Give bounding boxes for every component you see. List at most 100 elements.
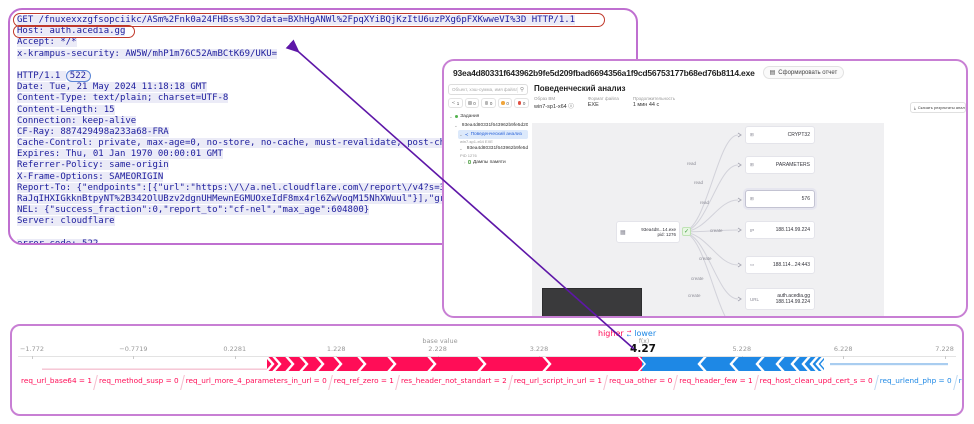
axis-tick [234, 356, 236, 359]
graph-node-parameters[interactable]: ⊞ PARAMETERS [745, 156, 815, 174]
shap-force-plot-panel: higher →← lower base value f(x) 4.27 −1.… [10, 324, 964, 416]
axis-tick-label: 7.228 [935, 345, 954, 353]
axis-tick [32, 356, 33, 359]
task-tree: ⌄ Задания ⌄ 93ea4d80331f643962b9fe5d209f… [448, 112, 528, 166]
graph-node-576[interactable]: ⊞ 576 [745, 190, 815, 208]
tree-item-behavior-analysis[interactable]: ⌄≺ Поведенческий анализ [458, 130, 528, 139]
behavior-analysis-title: Поведенческий анализ [534, 84, 626, 93]
node-label: CRYPT32 [787, 132, 810, 138]
feature-label-req_method_susp: req_method_susp = 0 [98, 376, 179, 385]
edge-label-create: create [691, 276, 704, 281]
node-label: 576 [801, 196, 810, 202]
filter-chip-red[interactable]: 0 [514, 98, 529, 108]
response-line: X-Frame-Options: SAMEORIGIN [17, 171, 164, 182]
process-icon: ▦ [620, 229, 626, 236]
graph-node-188-114-24-443[interactable]: ▭ 188.114...24:443 [745, 256, 815, 274]
generate-report-button[interactable]: ▤ Сформировать отчет [762, 66, 845, 79]
filter-chip-gray1[interactable]: 0 [464, 98, 480, 108]
node-label: 188.114...24:443 [772, 262, 810, 268]
axis-tick-label: 2.228 [428, 345, 447, 353]
node-label: PARAMETERS [775, 162, 810, 168]
edge-label-read: read [694, 180, 704, 185]
response-line: Referrer-Policy: same-origin [17, 160, 169, 171]
response-line: Date: Tue, 21 May 2024 11:18:18 GMT [17, 82, 207, 93]
response-line: Content-Type: text/plain; charset=UTF-8 [17, 93, 229, 104]
network-icon: ▭ [750, 262, 755, 267]
base-value-label: base value [422, 337, 458, 345]
report-icon: ▤ [769, 70, 776, 76]
sandbox-analysis-window: 93ea4d80331f643962b9fe5d209fbad6694356a1… [442, 59, 968, 318]
sandbox-sidebar: Объект, хэш-сумма, имя файла ⚲ ≺1 0 0 0 … [444, 82, 532, 168]
sidebar-search-input[interactable]: Объект, хэш-сумма, имя файла ⚲ [448, 84, 528, 95]
registry-icon: ⊞ [750, 162, 754, 167]
shap-feature-labels: req_url_base64 = 1 req_method_susp = 0 req… [18, 374, 962, 390]
meta-duration: Продолжительность 1 мин 44 с [632, 96, 676, 108]
higher-lower-arrows-icon: →← [626, 328, 632, 339]
feature-label-req_contentlen_no_zero: req_contentlen_no_zero = 0 [958, 376, 962, 385]
shap-axis [18, 356, 956, 357]
filter-chip-orange[interactable]: 0 [497, 98, 513, 108]
graph-node-crypt32[interactable]: ⊞ CRYPT32 [745, 126, 815, 144]
response-line: CF-Ray: 887429498a233a68-FRA [17, 126, 169, 137]
request-accept-line: Accept: */* [17, 37, 77, 48]
graph-node-188-114-99-224[interactable]: IP 188.114.99.224 [745, 221, 815, 239]
share-icon: ≺ [451, 100, 456, 105]
response-line: RaJqIHXIGkknBtpyNT%2B342OlUBzv2dgnUHMewn… [17, 194, 565, 204]
filter-chip-share[interactable]: ≺1 [448, 98, 463, 108]
registry-icon: ⊞ [750, 132, 754, 137]
edge-label-read: read [687, 161, 697, 166]
tree-item-memory-dumps[interactable]: › Дампы памяти [464, 159, 506, 165]
axis-tick [843, 356, 845, 359]
request-get-line: GET /fnuxexxzgfsopciikc/ASm%2Fnk0a24FHBs… [17, 15, 576, 25]
feature-label-req_header_few: req_header_few = 1 [679, 376, 753, 385]
response-line: NEL: {"success_fraction":0,"report_to":"… [17, 205, 370, 216]
fx-label: f(x) [638, 338, 650, 345]
filter-chip-gray2[interactable]: 0 [481, 98, 496, 108]
axis-tick [133, 356, 135, 359]
registry-icon: ⊞ [750, 196, 754, 201]
download-results-button[interactable]: ⤓ Скачать результаты анализа ⌄ [910, 102, 966, 113]
node-label: 188.114.99.224 [775, 227, 810, 233]
tree-item-tasks[interactable]: ⌄ Задания [449, 113, 480, 120]
search-icon: ⚲ [516, 86, 524, 93]
response-line: Content-Length: 15 [17, 104, 115, 115]
URL-icon: URL [750, 296, 760, 302]
process-node[interactable]: ▦ 93ea4d8...14.exe pid: 1276 [616, 221, 680, 243]
response-line: Expires: Thu, 01 Jan 1970 00:00:01 GMT [17, 149, 223, 160]
tree-item-sample-hash[interactable]: ⌄ 93ea4d80331f643962b9fe5d209fba… [454, 122, 528, 129]
feature-label-req_ref_zero: req_ref_zero = 1 [333, 376, 394, 385]
feature-label-req_url_script_in_url: req_url_script_in_url = 1 [513, 376, 603, 385]
analysis-meta-row: Образ ВМ win7-sp1-x64 ⓘ Формат файла EXE… [532, 93, 966, 110]
edge-label-create: create [688, 293, 701, 298]
feature-label-req_url_base64: req_url_base64 = 1 [21, 376, 92, 385]
download-icon: ⤓ [914, 105, 916, 110]
response-line: Server: cloudflare [17, 216, 115, 227]
axis-tick-label: 5.228 [732, 345, 752, 353]
edge-label-read: read [700, 200, 710, 205]
IP-icon: IP [750, 227, 755, 233]
axis-tick-label: 0.2281 [223, 345, 247, 353]
feature-label-req_urlend_php: req_urlend_php = 0 [879, 376, 952, 385]
response-status-line: HTTP/1.1 522 [17, 69, 629, 82]
graph-icon: ≺ [464, 131, 469, 137]
sample-filename: 93ea4d80331f643962b9fe5d209fbad6694356a1… [453, 67, 755, 78]
feature-label-req_ua_other: req_ua_other = 0 [609, 376, 673, 385]
edge-label-create: create [699, 256, 712, 261]
response-line: error code: 522 [17, 238, 629, 243]
axis-tick-label: 6.228 [833, 345, 853, 353]
axis-tick-label: −0.7719 [119, 345, 148, 353]
sandbox-header: 93ea4d80331f643962b9fe5d209fbad6694356a1… [444, 61, 966, 82]
process-graph-canvas[interactable]: ▦ 93ea4d8...14.exe pid: 1276 ✓ ⊞CRYPT32⊞… [532, 123, 884, 316]
meta-vm-image: Образ ВМ win7-sp1-x64 ⓘ [534, 96, 574, 110]
request-krampus-line: x-krampus-security: AW5W/mhP1m76C52AmBCt… [17, 48, 278, 59]
vm-video-thumbnail[interactable] [542, 288, 642, 316]
feature-label-req_url_more_4_parameters_in_url: req_url_more_4_parameters_in_url = 0 [185, 376, 327, 385]
tree-item-process-hash[interactable]: ⌄ 93ea4d80331f643962b9fe5d209fba… [459, 145, 528, 152]
higher-lower-legend: higher →← lower [598, 328, 657, 339]
request-host-line: Host: auth.acedia.gg [17, 26, 126, 37]
severity-filter-chips: ≺1 0 0 0 0 [448, 98, 529, 108]
feature-label-req_host_clean_upd_cert_s: req_host_clean_upd_cert_s = 0 [759, 376, 873, 385]
process-clean-badge-icon: ✓ [682, 227, 691, 236]
